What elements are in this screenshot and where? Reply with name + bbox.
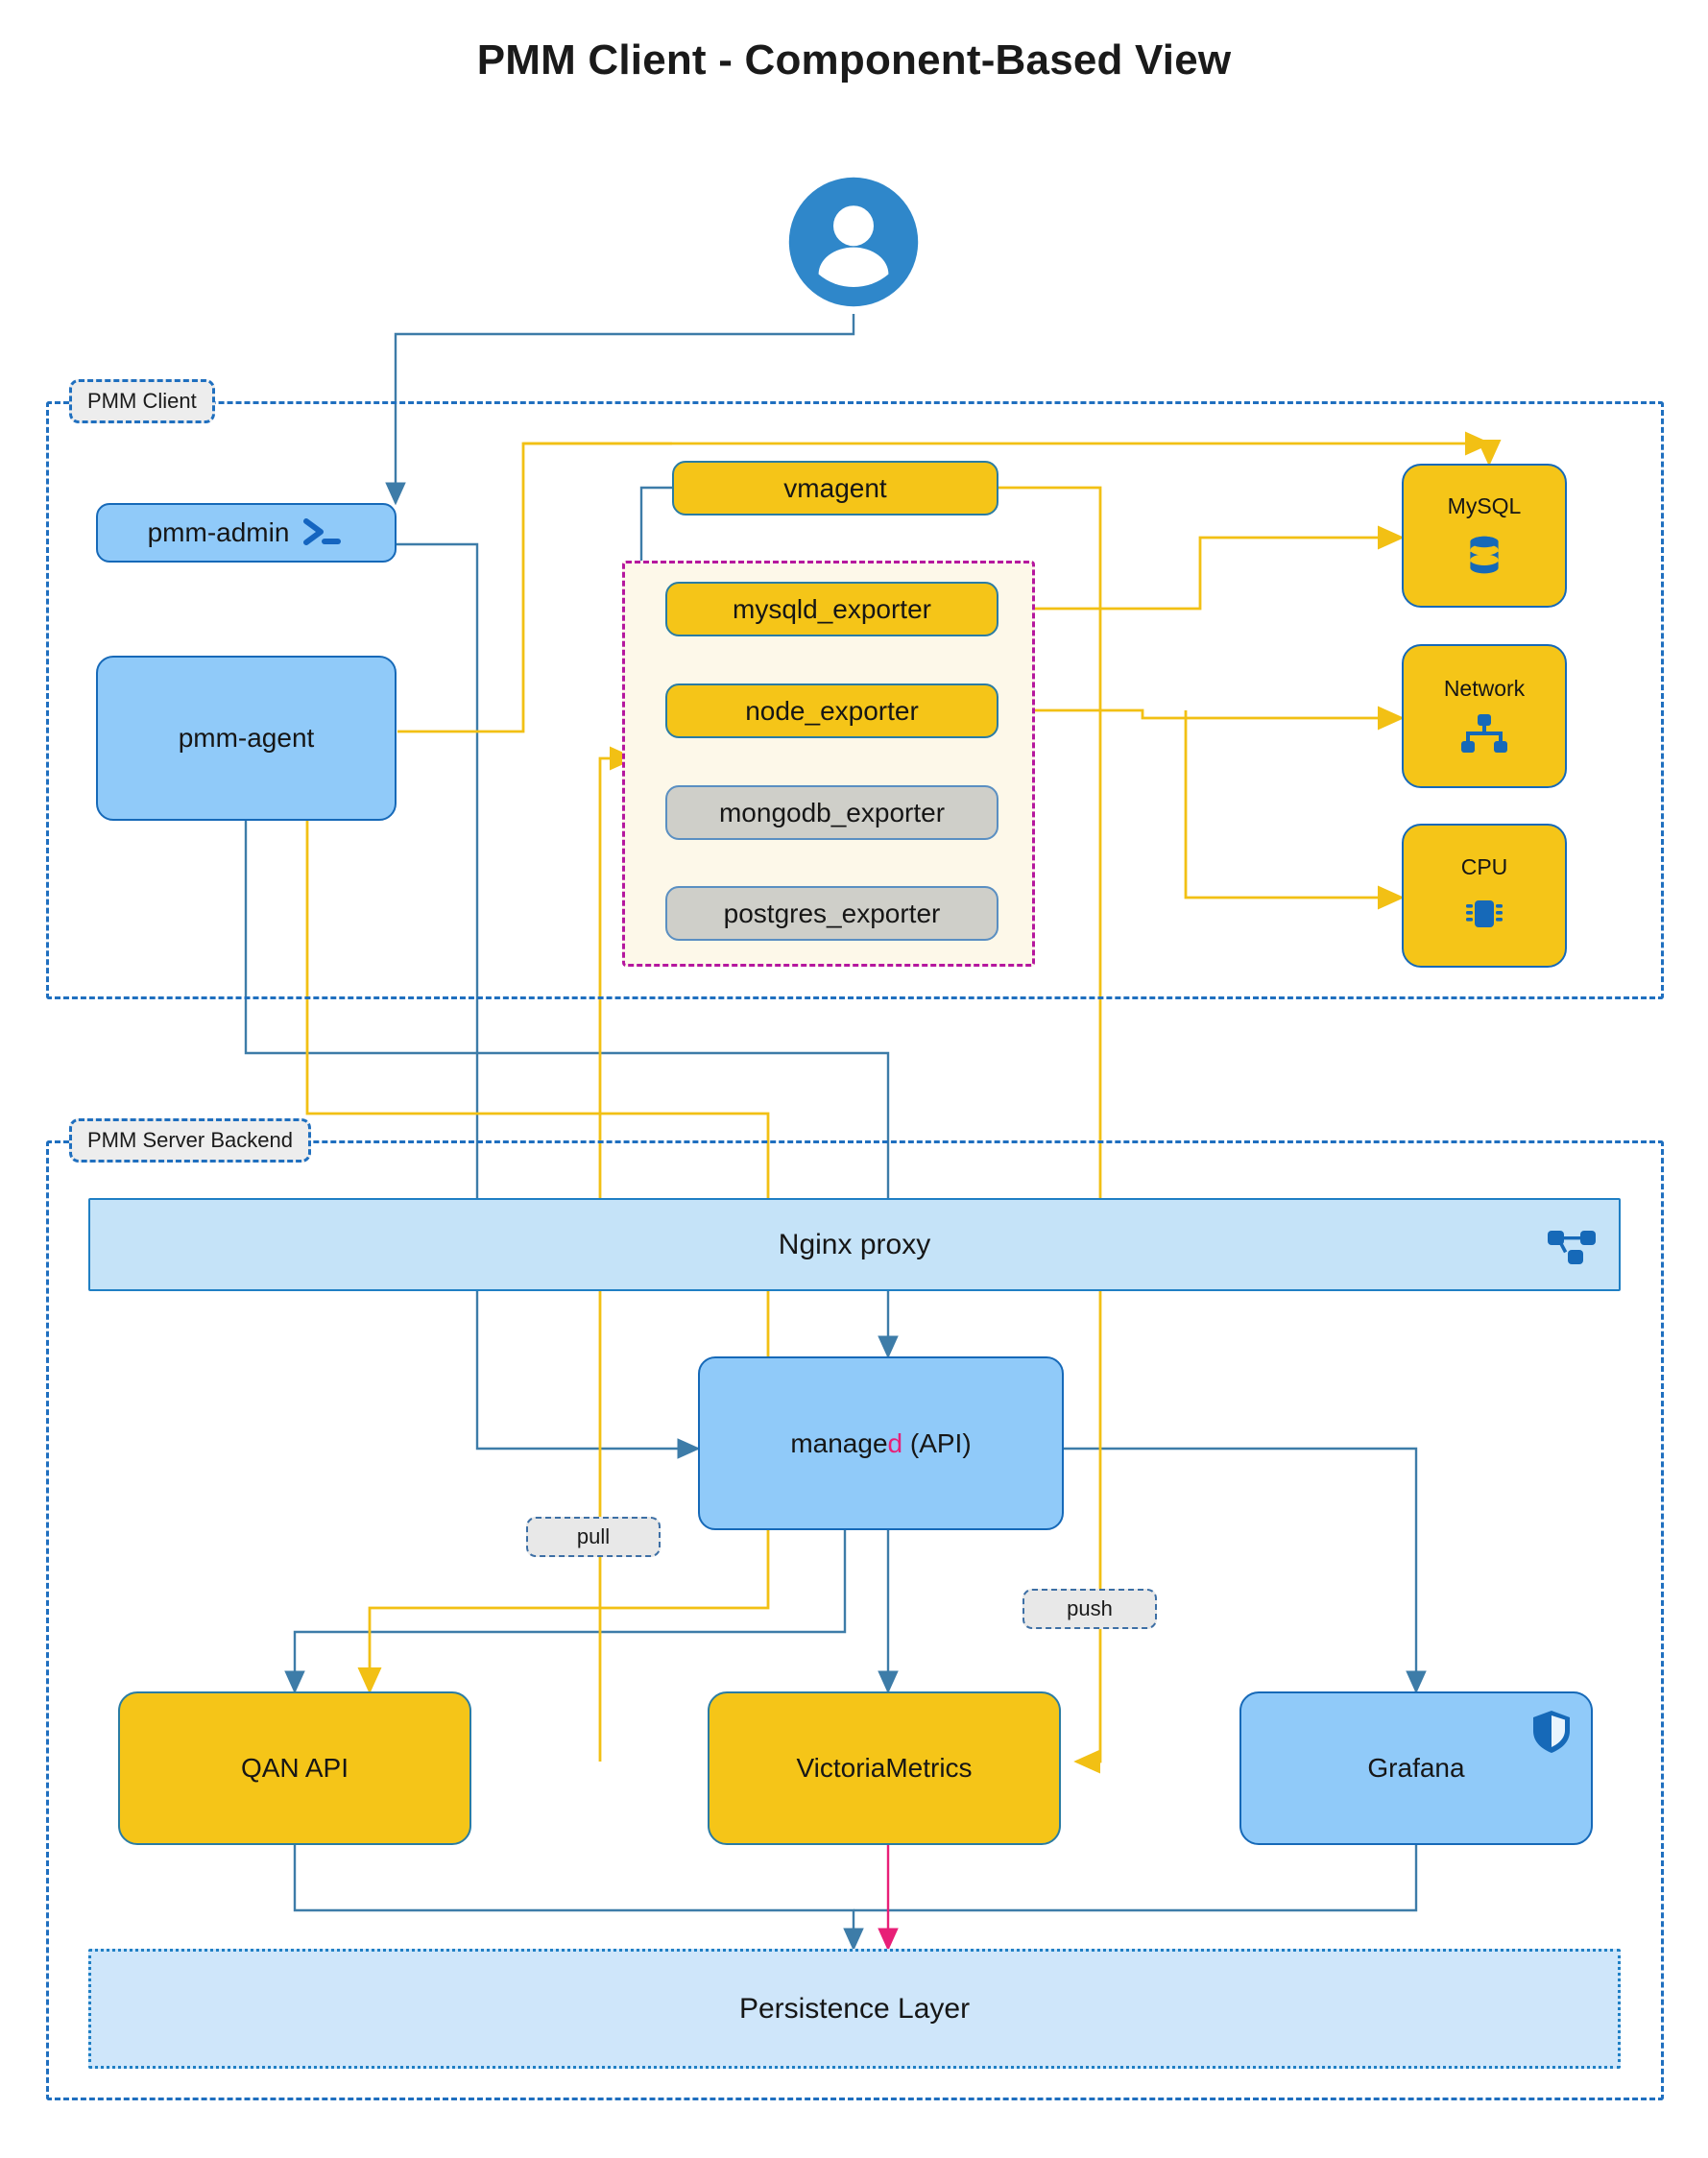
node-node-exporter[interactable]: node_exporter	[665, 683, 998, 738]
node-pmm-admin[interactable]: pmm-admin	[96, 503, 397, 563]
node-nginx-proxy-label: Nginx proxy	[778, 1228, 931, 1260]
node-persistence-layer-label: Persistence Layer	[738, 1992, 971, 2025]
node-qan-api[interactable]: QAN API	[118, 1691, 471, 1845]
node-grafana[interactable]: Grafana	[1239, 1691, 1593, 1845]
node-pmm-admin-label: pmm-admin	[147, 517, 290, 548]
managed-label-highlight: d	[887, 1427, 903, 1458]
node-network-label: Network	[1443, 676, 1526, 702]
page-title: PMM Client - Component-Based View	[476, 36, 1232, 84]
node-pmm-agent-label: pmm-agent	[178, 723, 315, 754]
node-grafana-label: Grafana	[1367, 1753, 1465, 1784]
node-cpu-label: CPU	[1460, 854, 1508, 880]
database-icon	[1460, 530, 1508, 578]
edge-label-pull: pull	[526, 1517, 661, 1557]
cluster-pmm-client	[46, 401, 1664, 999]
node-mysqld-exporter[interactable]: mysqld_exporter	[665, 582, 998, 636]
node-mysql-label: MySQL	[1447, 493, 1522, 519]
node-qan-api-label: QAN API	[240, 1753, 349, 1784]
node-node-exporter-label: node_exporter	[745, 695, 919, 726]
node-mongodb-exporter[interactable]: mongodb_exporter	[665, 785, 998, 840]
edge-label-push: push	[1022, 1589, 1157, 1629]
cluster-pmm-client-label: PMM Client	[69, 379, 215, 423]
sitemap-icon	[1546, 1225, 1598, 1269]
user-avatar-icon	[786, 175, 921, 309]
managed-label-prefix: manage	[790, 1427, 888, 1458]
node-postgres-exporter[interactable]: postgres_exporter	[665, 886, 998, 941]
node-nginx-proxy[interactable]: Nginx proxy	[88, 1198, 1621, 1291]
node-vmagent-label: vmagent	[783, 472, 887, 503]
shield-icon	[1531, 1709, 1572, 1755]
node-victoriametrics[interactable]: VictoriaMetrics	[708, 1691, 1061, 1845]
node-pmm-agent[interactable]: pmm-agent	[96, 656, 397, 821]
node-managed-api[interactable]: managed (API)	[698, 1356, 1064, 1530]
cluster-pmm-server-backend-label: PMM Server Backend	[69, 1118, 311, 1163]
node-vmagent[interactable]: vmagent	[672, 461, 998, 516]
terminal-prompt-icon	[302, 516, 345, 549]
node-mysql[interactable]: MySQL	[1402, 464, 1567, 608]
node-managed-api-label: managed (API)	[790, 1427, 971, 1460]
node-postgres-exporter-label: postgres_exporter	[723, 898, 941, 928]
node-victoriametrics-label: VictoriaMetrics	[796, 1753, 973, 1784]
node-network[interactable]: Network	[1402, 644, 1567, 788]
node-mysqld-exporter-label: mysqld_exporter	[733, 593, 931, 624]
cpu-chip-icon	[1461, 891, 1507, 937]
node-mongodb-exporter-label: mongodb_exporter	[718, 797, 946, 827]
network-nodes-icon	[1459, 712, 1509, 756]
managed-label-suffix: (API)	[902, 1427, 972, 1458]
node-cpu[interactable]: CPU	[1402, 824, 1567, 968]
cluster-pmm-server-backend	[46, 1140, 1664, 2100]
node-persistence-layer[interactable]: Persistence Layer	[88, 1949, 1621, 2069]
